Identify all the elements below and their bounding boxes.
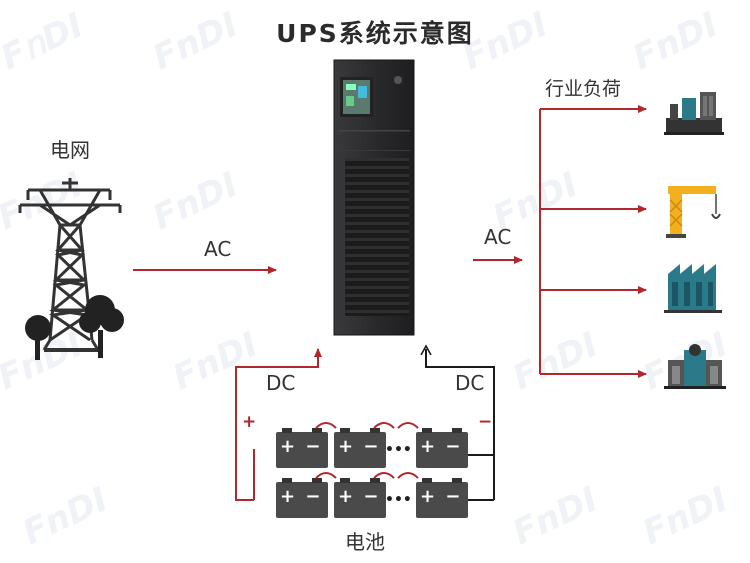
ac-input-label: AC [204, 237, 232, 261]
battery-terminals: + − [280, 486, 323, 507]
battery-ellipsis: ••• [385, 442, 412, 458]
svg-text:FnDI: FnDI [507, 480, 604, 554]
battery-icon [276, 432, 328, 468]
svg-text:FnDI: FnDI [17, 480, 114, 554]
plant-icon [664, 344, 726, 389]
battery-icon [334, 432, 386, 468]
crane-icon [666, 186, 721, 238]
battery-terminals: + − [280, 436, 323, 457]
svg-text:FnDI: FnDI [507, 325, 604, 399]
svg-text:FnDI: FnDI [0, 165, 89, 239]
factory-icon [664, 92, 724, 135]
ac-output-label: AC [484, 225, 512, 249]
battery-row-top [276, 422, 468, 468]
battery-row-bottom [276, 472, 468, 518]
battery-icon [334, 482, 386, 518]
svg-text:FnDI: FnDI [167, 325, 264, 399]
svg-text:FnDI: FnDI [147, 165, 244, 239]
plus-sign: + [242, 412, 257, 432]
tree-icon [25, 295, 124, 360]
battery-terminals: + − [420, 486, 463, 507]
battery-ellipsis: ••• [385, 492, 412, 508]
loads-label: 行业负荷 [545, 78, 622, 100]
battery-terminals: + − [338, 436, 381, 457]
battery-icon [276, 482, 328, 518]
dc-feed-lines [235, 349, 495, 501]
battery-label: 电池 [345, 530, 385, 554]
load-distribution-lines [539, 105, 647, 378]
dc-left-label: DC [266, 371, 296, 395]
grid-label: 电网 [50, 138, 90, 162]
minus-sign: − [478, 412, 493, 432]
dc-right-label: DC [455, 371, 485, 395]
page-title: UPS系统示意图 [276, 19, 474, 48]
svg-text:FnDI: FnDI [637, 480, 734, 554]
ups-vent-grille [345, 158, 409, 313]
battery-terminals: + − [420, 436, 463, 457]
battery-bank [276, 422, 468, 518]
industrial-building-icon [664, 264, 722, 313]
ups-cabinet-icon [333, 59, 415, 336]
battery-terminals: + − [338, 486, 381, 507]
battery-icon [416, 432, 468, 468]
battery-icon [416, 482, 468, 518]
